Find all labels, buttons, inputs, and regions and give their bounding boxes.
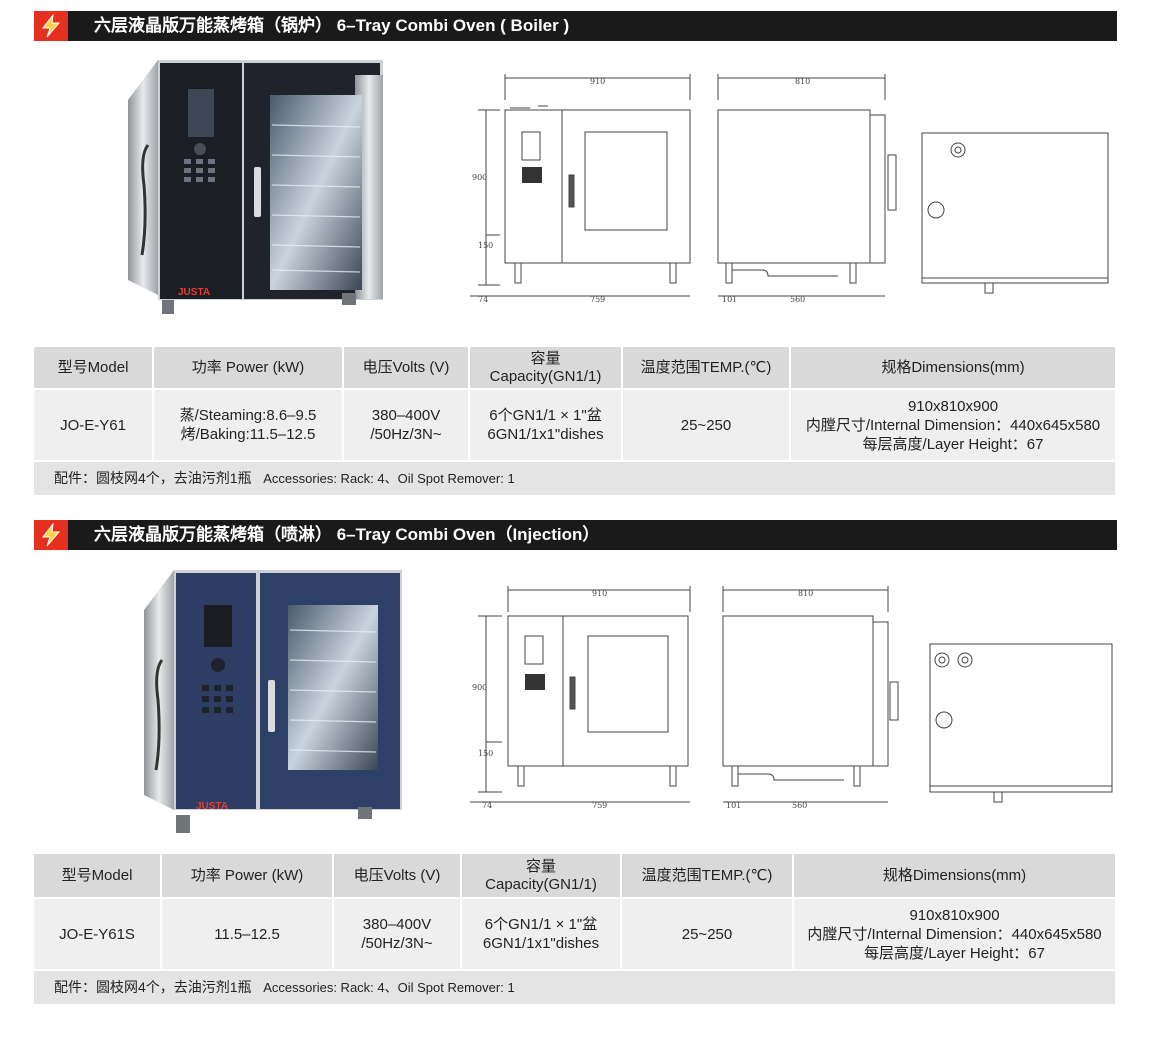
header-power: 功率 Power (kW) xyxy=(161,854,334,898)
header-power: 功率 Power (kW) xyxy=(153,347,344,389)
section-title: 六层液晶版万能蒸烤箱（锅炉） 6–Tray Combi Oven ( Boile… xyxy=(94,16,570,35)
dim-offset: 74 xyxy=(478,295,488,304)
oven-photo: JUSTA xyxy=(144,570,402,833)
accessories-row: 配件：圆枝网4个，去油污剂1瓶 Accessories: Rack: 4、Oil… xyxy=(34,969,1115,1004)
cell-temp: 25~250 xyxy=(621,897,794,970)
section-banner: 六层液晶版万能蒸烤箱（喷淋） 6–Tray Combi Oven（Injecti… xyxy=(34,520,1117,550)
dim-side-small: 101 xyxy=(722,295,737,304)
dim-leg: 150 xyxy=(478,241,493,250)
dim-leg: 150 xyxy=(478,749,493,758)
dim-offset: 74 xyxy=(482,801,492,810)
technical-drawing: 910 900 150 74 759 810 101 560 xyxy=(470,586,1113,810)
cell-temp: 25~250 xyxy=(622,388,791,461)
dim-side-body: 560 xyxy=(792,801,807,810)
dim-body-width: 759 xyxy=(590,295,605,304)
header-model: 型号Model xyxy=(34,854,162,898)
header-temp: 温度范围TEMP.(℃) xyxy=(621,854,794,898)
section-banner: 六层液晶版万能蒸烤箱（锅炉） 6–Tray Combi Oven ( Boile… xyxy=(34,11,1117,41)
header-volts: 电压Volts (V) xyxy=(343,347,470,389)
header-dimensions: 规格Dimensions(mm) xyxy=(790,347,1115,389)
accessories-row: 配件：圆枝网4个，去油污剂1瓶 Accessories: Rack: 4、Oil… xyxy=(34,460,1115,495)
dim-side-small: 101 xyxy=(726,801,741,810)
section-title: 六层液晶版万能蒸烤箱（喷淋） 6–Tray Combi Oven（Injecti… xyxy=(94,525,600,544)
header-model: 型号Model xyxy=(34,347,154,389)
dim-height: 900 xyxy=(472,683,487,692)
dim-height: 900 xyxy=(472,173,487,182)
lightning-icon xyxy=(34,11,68,41)
product-section-injection: 六层液晶版万能蒸烤箱（喷淋） 6–Tray Combi Oven（Injecti… xyxy=(0,508,1167,1045)
cell-model: JO-E-Y61S xyxy=(34,897,162,970)
dim-depth: 810 xyxy=(795,77,810,86)
header-temp: 温度范围TEMP.(℃) xyxy=(622,347,791,389)
dim-width: 910 xyxy=(590,77,605,86)
dim-width: 910 xyxy=(592,589,607,598)
cell-power: 11.5–12.5 xyxy=(161,897,334,970)
header-dimensions: 规格Dimensions(mm) xyxy=(793,854,1115,898)
brand-logo: JUSTA xyxy=(196,801,228,812)
cell-volts: 380–400V/50Hz/3N~ xyxy=(333,897,462,970)
oven-photo: JUSTA xyxy=(128,60,383,314)
dim-side-body: 560 xyxy=(790,295,805,304)
product-section-boiler: 六层液晶版万能蒸烤箱（锅炉） 6–Tray Combi Oven ( Boile… xyxy=(0,0,1167,510)
dim-body-width: 759 xyxy=(592,801,607,810)
cell-model: JO-E-Y61 xyxy=(34,388,154,461)
brand-logo: JUSTA xyxy=(178,287,210,298)
header-volts: 电压Volts (V) xyxy=(333,854,462,898)
cell-volts: 380–400V/50Hz/3N~ xyxy=(343,388,470,461)
lightning-icon xyxy=(34,520,68,550)
technical-drawing: 910 900 150 74 759 810 101 560 xyxy=(470,74,1109,304)
dim-depth: 810 xyxy=(798,589,813,598)
